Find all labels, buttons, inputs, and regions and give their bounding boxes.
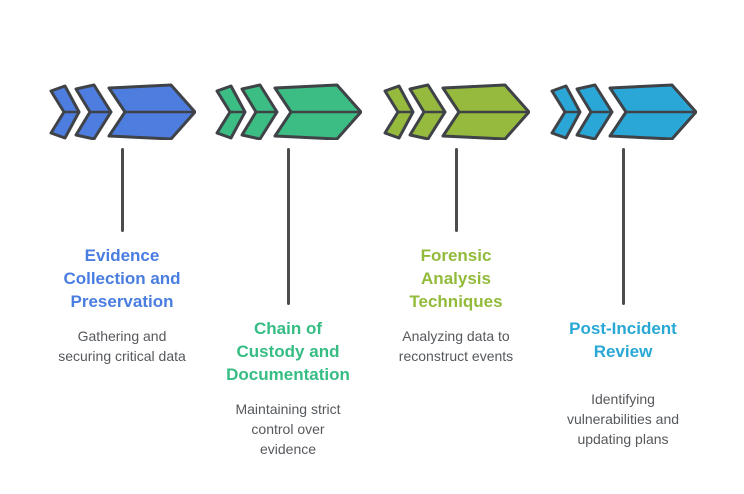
chevron-arrow-graphic <box>383 83 530 140</box>
step-description: Gathering and securing critical data <box>58 328 186 364</box>
step-description: Identifying vulnerabilities and updating… <box>566 391 680 447</box>
step-description: Maintaining strict control over evidence <box>235 401 341 457</box>
step-forensic-analysis: Forensic Analysis Techniques Analyzing d… <box>372 82 540 366</box>
chevron-arrow-graphic <box>550 83 697 140</box>
step-chain-of-custody: Chain of Custody and Documentation Maint… <box>204 82 372 459</box>
step-title: Evidence Collection and Preservation <box>63 246 181 311</box>
step-post-incident-review: Post-Incident Review Identifying vulnera… <box>539 82 707 449</box>
step-title: Chain of Custody and Documentation <box>226 319 350 384</box>
step-title: Forensic Analysis Techniques <box>409 246 503 311</box>
chevron-arrow-graphic <box>49 83 196 140</box>
chevron-arrow-graphic <box>215 83 362 140</box>
connector-line <box>621 148 625 305</box>
step-description: Analyzing data to reconstruct events <box>398 328 514 364</box>
connector-line <box>120 148 124 232</box>
step-evidence-collection: Evidence Collection and Preservation Gat… <box>38 82 206 366</box>
connector-line <box>454 148 458 232</box>
step-title: Post-Incident Review <box>569 319 677 361</box>
connector-line <box>286 148 290 305</box>
